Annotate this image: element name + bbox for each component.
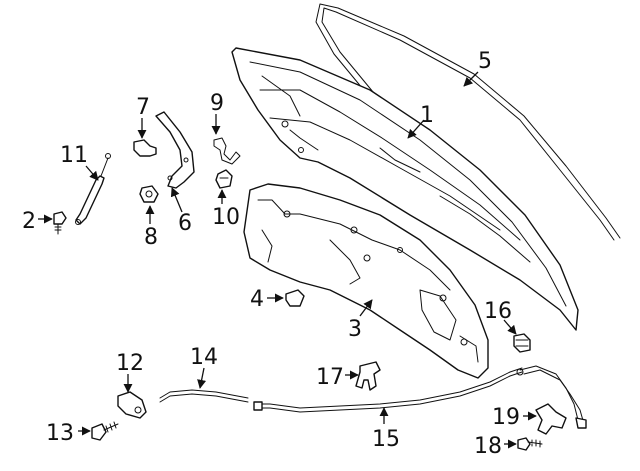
latch-19 [535, 403, 567, 435]
callout-11: 11 [60, 143, 88, 168]
callout-12: 12 [116, 351, 144, 376]
bracket-12 [117, 391, 147, 419]
hood-insulator [243, 183, 489, 379]
callout-18: 18 [474, 434, 502, 459]
callout-4: 4 [250, 287, 264, 312]
callout-8: 8 [144, 225, 158, 250]
callout-1: 1 [420, 103, 434, 128]
hood-panel [231, 47, 579, 331]
callout-3: 3 [348, 317, 362, 342]
cable-14 [159, 389, 249, 403]
callout-2: 2 [22, 209, 36, 234]
clip-17 [355, 361, 381, 391]
clip-9 [213, 137, 241, 165]
callout-9: 9 [210, 91, 224, 116]
lift-support [75, 153, 111, 225]
callout-13: 13 [46, 421, 74, 446]
callout-labels: 1 2 3 4 5 6 7 8 9 10 11 12 13 14 15 16 1… [22, 49, 520, 459]
bumper-10 [215, 169, 233, 189]
callout-15: 15 [372, 427, 400, 452]
plug-4 [285, 289, 305, 307]
release-cable [253, 365, 587, 429]
hood-seal [315, 3, 621, 241]
bolt-13 [91, 421, 119, 441]
callout-19: 19 [492, 405, 520, 430]
connector-16 [513, 333, 531, 353]
leader-lines [38, 71, 537, 449]
callout-10: 10 [212, 205, 240, 230]
callout-16: 16 [484, 299, 512, 324]
nut-8 [139, 185, 159, 203]
hood-hinge [155, 111, 195, 189]
callout-7: 7 [136, 95, 150, 120]
callout-14: 14 [190, 345, 218, 370]
bolt-18 [517, 437, 543, 451]
callout-5: 5 [478, 49, 492, 74]
callout-6: 6 [178, 211, 192, 236]
bolt-7 [133, 139, 157, 157]
bolt-2 [53, 211, 67, 235]
callout-17: 17 [316, 365, 344, 390]
